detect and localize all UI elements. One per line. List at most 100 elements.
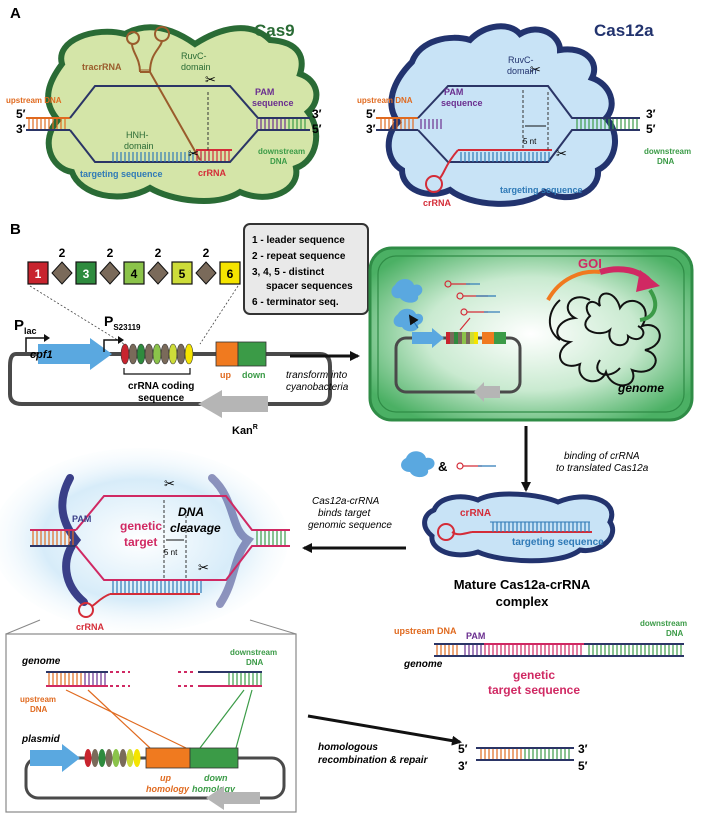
- target-genetic-label-2: target sequence: [488, 683, 580, 697]
- cas12a-diagram: Cas12a ✂ ✂ 5 nt 5′ 3′ 3′ 5′ upstream DNA…: [357, 21, 691, 208]
- cleavage-dna-label-1: DNA: [178, 505, 204, 519]
- cas12a-crrna-stem: [439, 149, 459, 179]
- cas12a-scissors-top-icon: ✂: [530, 62, 541, 77]
- mature-complex: crRNA targeting sequence Mature Cas12a-c…: [422, 491, 616, 609]
- array-box-6-label: 6: [227, 267, 234, 281]
- cas9-scissors-bottom-icon: ✂: [188, 146, 199, 161]
- cas9-top-strand: [69, 85, 310, 119]
- target-downstream-label-1: downstream: [640, 619, 687, 628]
- cas12a-downstream-rungs: [576, 119, 638, 129]
- hr-box-frame: [5, 633, 297, 813]
- cpf1-gene-arrow: [38, 338, 112, 370]
- target-upstream-label: upstream DNA: [394, 626, 457, 636]
- cas12a-crrna-label: crRNA: [423, 198, 452, 208]
- homologous-label-1: homologous: [318, 742, 378, 753]
- final-3prime-right: 3′: [578, 742, 588, 756]
- genome-tangle: [556, 292, 661, 387]
- up-label: up: [220, 370, 231, 380]
- cas9-hnh-label-1: HNH-: [126, 130, 149, 140]
- cas12a-ruvc-label-1: RuvC-: [508, 55, 534, 65]
- tracrrna-loop-1: [126, 31, 140, 45]
- repeat-label-1: 2: [59, 246, 66, 260]
- binding-label-1: binding of crRNA: [564, 451, 640, 462]
- hr-downstream-label-2: DNA: [246, 658, 264, 667]
- cleavage-crrna-label: crRNA: [76, 622, 105, 632]
- cas12a-3prime-right: 3′: [646, 107, 656, 121]
- cas12a-top-strand: [417, 85, 640, 119]
- up-homology-block: [215, 341, 239, 367]
- cleavage-protein-edge-left: [58, 474, 88, 606]
- array-box-4: [123, 261, 145, 285]
- hr-box: genome downstream DNA upstream DNA plasm…: [5, 633, 297, 813]
- cleavage-genetic-label-1: genetic: [120, 519, 162, 533]
- hr-up-label-1: up: [160, 773, 171, 783]
- plac-promoter-arrow: [25, 337, 44, 352]
- plasmid-backbone: [8, 352, 332, 406]
- coding-label-2: sequence: [138, 393, 185, 404]
- cleavage-5nt-label: 5 nt: [164, 548, 178, 557]
- down-label: down: [242, 370, 266, 380]
- cas12a-protein-icon-1: [391, 278, 423, 303]
- binds-label-1: Cas12a-crRNA: [312, 496, 380, 507]
- ps23119-label: PS23119: [104, 313, 141, 332]
- cas12a-3prime-left: 3′: [366, 122, 376, 136]
- panel-a-label: A: [10, 5, 21, 22]
- repeat-label-4: 2: [203, 246, 210, 260]
- cas12a-downstream-label-2: DNA: [657, 157, 675, 166]
- cell-membrane: [377, 255, 685, 413]
- array-box-5-label: 5: [179, 267, 186, 281]
- transform-label-1: transform into: [286, 370, 348, 381]
- binds-label-2: binds target: [318, 508, 371, 519]
- target-downstream-label-2: DNA: [666, 629, 684, 638]
- array-legend: 1 - leader sequence 2 - repeat sequence …: [243, 223, 369, 315]
- cas9-target-rungs: [110, 152, 210, 162]
- mature-crrna-label: crRNA: [460, 508, 491, 519]
- mature-title-2: complex: [496, 594, 550, 609]
- goi-downstream-flank: [639, 288, 658, 322]
- repeat-diamond-4: [195, 261, 217, 285]
- cas12a-targeting-label: targeting sequence: [500, 185, 583, 195]
- binding-label-2: to translated Cas12a: [556, 463, 649, 474]
- cas12a-5prime-right: 5′: [646, 122, 656, 136]
- cas9-3prime-right: 3′: [312, 107, 322, 121]
- cell-outer: [368, 246, 694, 422]
- cas9-ruvc-label-2: domain: [181, 62, 211, 72]
- repeat-diamond-1: [51, 261, 73, 285]
- cas9-crrna-rungs: [196, 151, 232, 161]
- hr-cpf1-arrow: [30, 744, 80, 772]
- cpf1-label: cpf1: [30, 349, 53, 361]
- hr-plasmid-label: plasmid: [21, 734, 61, 745]
- repeat-diamond-3: [147, 261, 169, 285]
- ampersand: &: [438, 459, 447, 474]
- cas12a-pam-rungs: [420, 119, 444, 129]
- hr-down-label-1: down: [204, 773, 228, 783]
- final-5prime-right: 5′: [578, 759, 588, 773]
- kanr-gene-arrow: [198, 390, 268, 418]
- hr-down-homology-block: [189, 747, 239, 769]
- hr-up-homology-block: [145, 747, 191, 769]
- cleavage-genetic-label-2: target: [124, 535, 157, 549]
- cas9-bottom-strand: [69, 129, 310, 163]
- cas12a-scissors-bottom-icon: ✂: [556, 146, 567, 161]
- cleavage-diagram: ✂ ✂ 5 nt PAM DNA cleavage genetic target…: [0, 448, 290, 632]
- cas12a-upstream-rungs: [378, 119, 416, 129]
- array-box-3-label: 3: [83, 267, 90, 281]
- transform-label-2: cyanobacteria: [286, 382, 349, 393]
- hr-genome-label: genome: [21, 656, 61, 667]
- cas9-downstream-label-2: DNA: [270, 157, 288, 166]
- cas9-downstream-rungs: [286, 119, 308, 129]
- cas9-ruvc-label-1: RuvC-: [181, 51, 207, 61]
- cas12a-upstream-label: upstream DNA: [357, 96, 413, 105]
- cas9-hnh-label-2: domain: [124, 141, 154, 151]
- hr-up-label-2: homology: [146, 784, 190, 794]
- array-box-6: [219, 261, 241, 285]
- legend-line-4: spacer sequences: [266, 281, 353, 292]
- cas9-3prime-left: 3′: [16, 122, 26, 136]
- mature-title-1: Mature Cas12a-crRNA: [454, 577, 591, 592]
- cleavage-bottom-strand: [75, 545, 290, 581]
- repeat-label-2: 2: [107, 246, 114, 260]
- cas9-5prime-left: 5′: [16, 107, 26, 121]
- cas9-pam-label-2: sequence: [252, 98, 294, 108]
- cas9-crrna-label: crRNA: [198, 168, 227, 178]
